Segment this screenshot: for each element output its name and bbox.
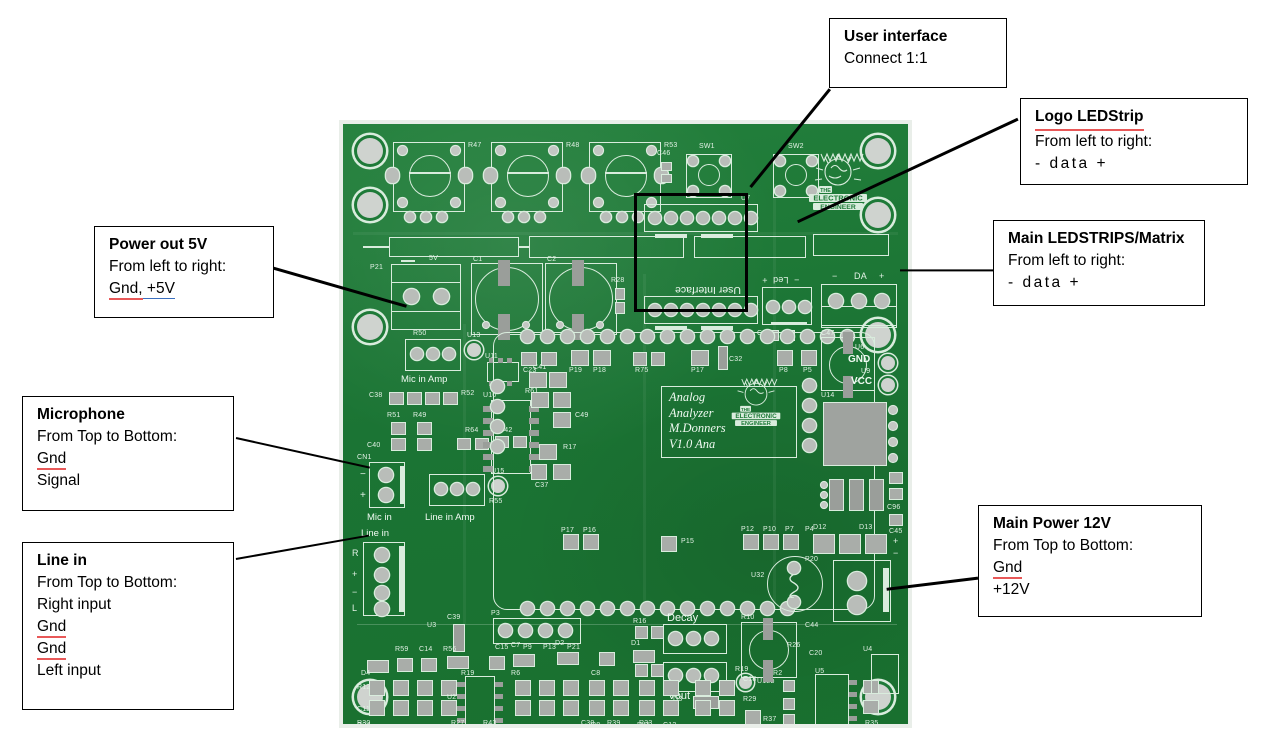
- mic-in-amp-label: Mic in Amp: [401, 374, 448, 385]
- callout-line: From Top to Bottom:: [37, 574, 178, 592]
- electronic-engineer-logo-mid: THE ELECTRONIC ENGINEER: [731, 377, 781, 426]
- callout-line: From left to right:: [1035, 133, 1153, 151]
- callout-pin-row: +12V: [993, 579, 1189, 601]
- mounting-hole: [357, 138, 383, 164]
- callout-line: - data +: [1008, 274, 1081, 292]
- svg-text:THE: THE: [741, 407, 750, 412]
- callout-pin-row: Gnd: [37, 448, 221, 470]
- callout-line: From left to right:: [1008, 252, 1126, 270]
- vcc-testpoint: [881, 378, 895, 392]
- callout-line: - data +: [1035, 155, 1108, 173]
- mounting-hole: [357, 314, 383, 340]
- pin-label-signal: Signal: [37, 472, 81, 490]
- callout-main-power-12v: Main Power 12V From Top to Bottom: Gnd +…: [978, 505, 1202, 617]
- mounting-hole: [865, 138, 891, 164]
- callout-title: Power out 5V: [109, 236, 208, 253]
- mounting-hole: [357, 192, 383, 218]
- callout-power-out-5v: Power out 5V From left to right: Gnd, +5…: [94, 226, 274, 318]
- line-in-label: Line in: [361, 528, 389, 539]
- pin-label-gnd: Gnd: [37, 450, 67, 470]
- callout-line: From Top to Bottom:: [993, 537, 1134, 555]
- callout-user-interface: User interface Connect 1:1: [829, 18, 1007, 88]
- callout-line: From left to right:: [109, 258, 227, 276]
- pin-label-gnd: Gnd: [37, 640, 67, 660]
- callout-logo-ledstrip: Logo LEDStrip From left to right: - data…: [1020, 98, 1248, 185]
- pcb-board-surface: R47 R48: [343, 124, 908, 724]
- callout-title: Main LEDSTRIPS/Matrix: [1008, 230, 1185, 247]
- callout-title: Logo LEDStrip: [1035, 106, 1144, 131]
- gnd-testpoint-label: GND: [848, 354, 871, 365]
- callout-pin-row: Left input: [37, 660, 221, 682]
- pin-label-gnd: Gnd: [37, 618, 67, 638]
- callout-title: Main Power 12V: [993, 515, 1112, 532]
- board-silkscreen-title: Analog Analyzer M.Donners V1.0 Ana: [669, 390, 726, 451]
- line-in-amp-label: Line in Amp: [425, 512, 475, 523]
- decay-label: Decay: [667, 612, 699, 624]
- pin-label-gnd: Gnd,: [109, 280, 143, 300]
- pin-label-right-input: Right input: [37, 596, 112, 614]
- svg-text:ELECTRONIC: ELECTRONIC: [813, 194, 863, 203]
- pin-label-12v: +12V: [993, 581, 1030, 599]
- mounting-hole: [865, 202, 891, 228]
- pcb-photo: R47 R48: [339, 120, 912, 728]
- callout-pin-row: Gnd, +5V: [109, 278, 261, 300]
- callout-title: Line in: [37, 552, 87, 569]
- pin-label-gnd: Gnd: [993, 559, 1023, 579]
- user-interface-header-top: [644, 204, 758, 232]
- callout-pin-row: Gnd: [993, 557, 1189, 579]
- svg-text:ENGINEER: ENGINEER: [820, 204, 856, 210]
- svg-text:ELECTRONIC: ELECTRONIC: [735, 413, 777, 420]
- mic-in-amp-header: [405, 339, 461, 371]
- mic-in-label: Mic in: [367, 512, 392, 523]
- main-power-12v-connector: [833, 560, 891, 622]
- callout-line: Connect 1:1: [844, 50, 928, 68]
- gnd-testpoint: [881, 356, 895, 370]
- svg-text:THE: THE: [820, 188, 831, 194]
- callout-pin-row: Signal: [37, 470, 221, 492]
- electronic-engineer-logo-top: THE ELECTRONIC ENGINEER: [809, 152, 867, 210]
- shielded-module: [823, 402, 887, 466]
- callout-main-ledstrips: Main LEDSTRIPS/Matrix From left to right…: [993, 220, 1205, 306]
- pin-label-5v: +5V: [142, 280, 175, 300]
- callout-pin-row: Right input: [37, 594, 221, 616]
- callout-microphone: Microphone From Top to Bottom: Gnd Signa…: [22, 396, 234, 511]
- callout-pin-row: Gnd: [37, 638, 221, 660]
- user-interface-highlight-box: [634, 193, 748, 312]
- callout-line-in: Line in From Top to Bottom: Right input …: [22, 542, 234, 710]
- main-ledstrips-connector: [821, 284, 897, 326]
- pin-label-left-input: Left input: [37, 662, 101, 680]
- callout-line: From Top to Bottom:: [37, 428, 178, 446]
- svg-text:ENGINEER: ENGINEER: [741, 421, 771, 426]
- decay-header: [663, 624, 727, 654]
- callout-title: Microphone: [37, 406, 125, 423]
- callout-title: User interface: [844, 28, 948, 45]
- leader-main-ledstrips: [900, 269, 996, 272]
- vcc-testpoint-label: VCC: [851, 376, 873, 387]
- line-in-amp-header: [429, 474, 485, 506]
- callout-pin-row: Gnd: [37, 616, 221, 638]
